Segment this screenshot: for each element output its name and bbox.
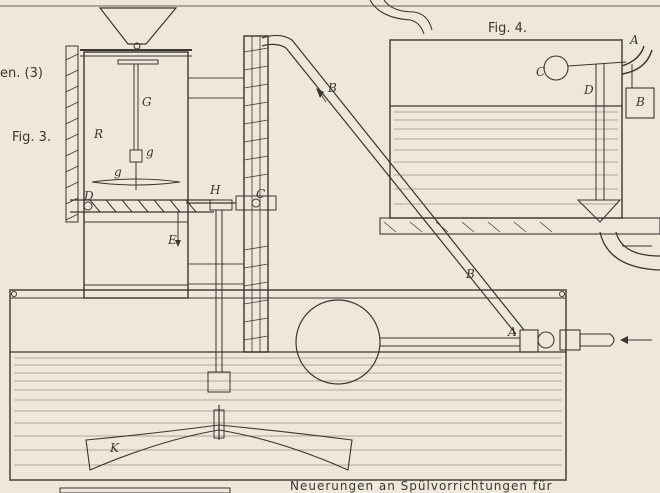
supply-pipe-b	[261, 34, 525, 335]
float-ball	[295, 299, 381, 385]
flush-tank-water	[394, 111, 618, 205]
mixing-cylinder	[70, 7, 214, 299]
label-B-lower: B	[465, 267, 475, 281]
label-H: H	[209, 183, 221, 197]
label-D: D	[83, 189, 94, 203]
label-C-left: C	[256, 187, 265, 201]
stirrer-paddle	[91, 178, 181, 186]
lower-tank-water	[10, 351, 566, 466]
label-D-siphon: D	[583, 83, 594, 97]
propeller	[85, 424, 353, 471]
drive-shaft	[207, 199, 233, 440]
lower-tank	[9, 289, 567, 481]
label-E: E	[167, 233, 177, 247]
water-wheel	[186, 35, 277, 353]
label-G: G	[142, 95, 152, 109]
label-g-lower: g	[114, 165, 122, 179]
label-A-valve: A	[507, 325, 517, 339]
float-valve	[295, 299, 652, 385]
label-g-upper: g	[146, 145, 154, 159]
label-C-float: C	[536, 65, 545, 79]
label-K: K	[109, 441, 120, 455]
caption-box-edge	[59, 487, 231, 493]
fig3-label: Fig. 3.	[12, 130, 51, 145]
label-B-upper: B	[327, 81, 337, 95]
screw-conveyor	[70, 199, 214, 213]
caption-fragment: Neuerungen an Spülvorrichtungen für	[290, 479, 553, 493]
label-A-inflow: A	[629, 33, 639, 47]
page-fragment-label: en. (3)	[0, 66, 43, 81]
fig4-label: Fig. 4.	[488, 21, 527, 36]
flush-tank	[369, 0, 660, 271]
label-R: R	[93, 127, 103, 141]
label-B-box: B	[635, 95, 645, 109]
side-rack	[65, 45, 79, 223]
